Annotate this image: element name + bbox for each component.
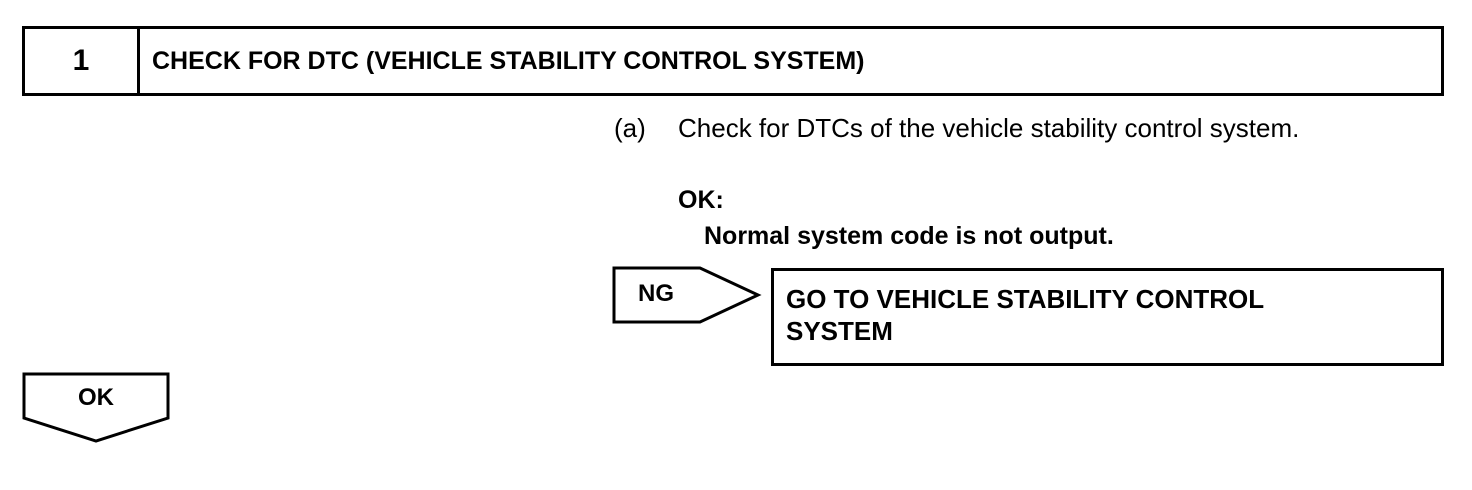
ok-criteria-detail: Normal system code is not output. [704, 222, 1114, 250]
ok-criteria-label: OK: [678, 186, 724, 214]
step-header: 1 CHECK FOR DTC (VEHICLE STABILITY CONTR… [22, 26, 1444, 96]
ng-label: NG [638, 280, 674, 307]
ng-target-line-1: GO TO VEHICLE STABILITY CONTROL [786, 284, 1265, 314]
instruction-text: Check for DTCs of the vehicle stability … [678, 113, 1300, 143]
ok-down-arrow-icon: OK [22, 372, 170, 444]
instruction-marker: (a) [614, 113, 646, 143]
step-number: 1 [25, 29, 140, 93]
ng-target-line-2: SYSTEM [786, 316, 893, 346]
step-title: CHECK FOR DTC (VEHICLE STABILITY CONTROL… [152, 46, 865, 75]
ng-arrow-icon: NG [612, 266, 762, 326]
ng-target-box: GO TO VEHICLE STABILITY CONTROL SYSTEM [771, 268, 1444, 366]
ok-label: OK [78, 384, 114, 411]
